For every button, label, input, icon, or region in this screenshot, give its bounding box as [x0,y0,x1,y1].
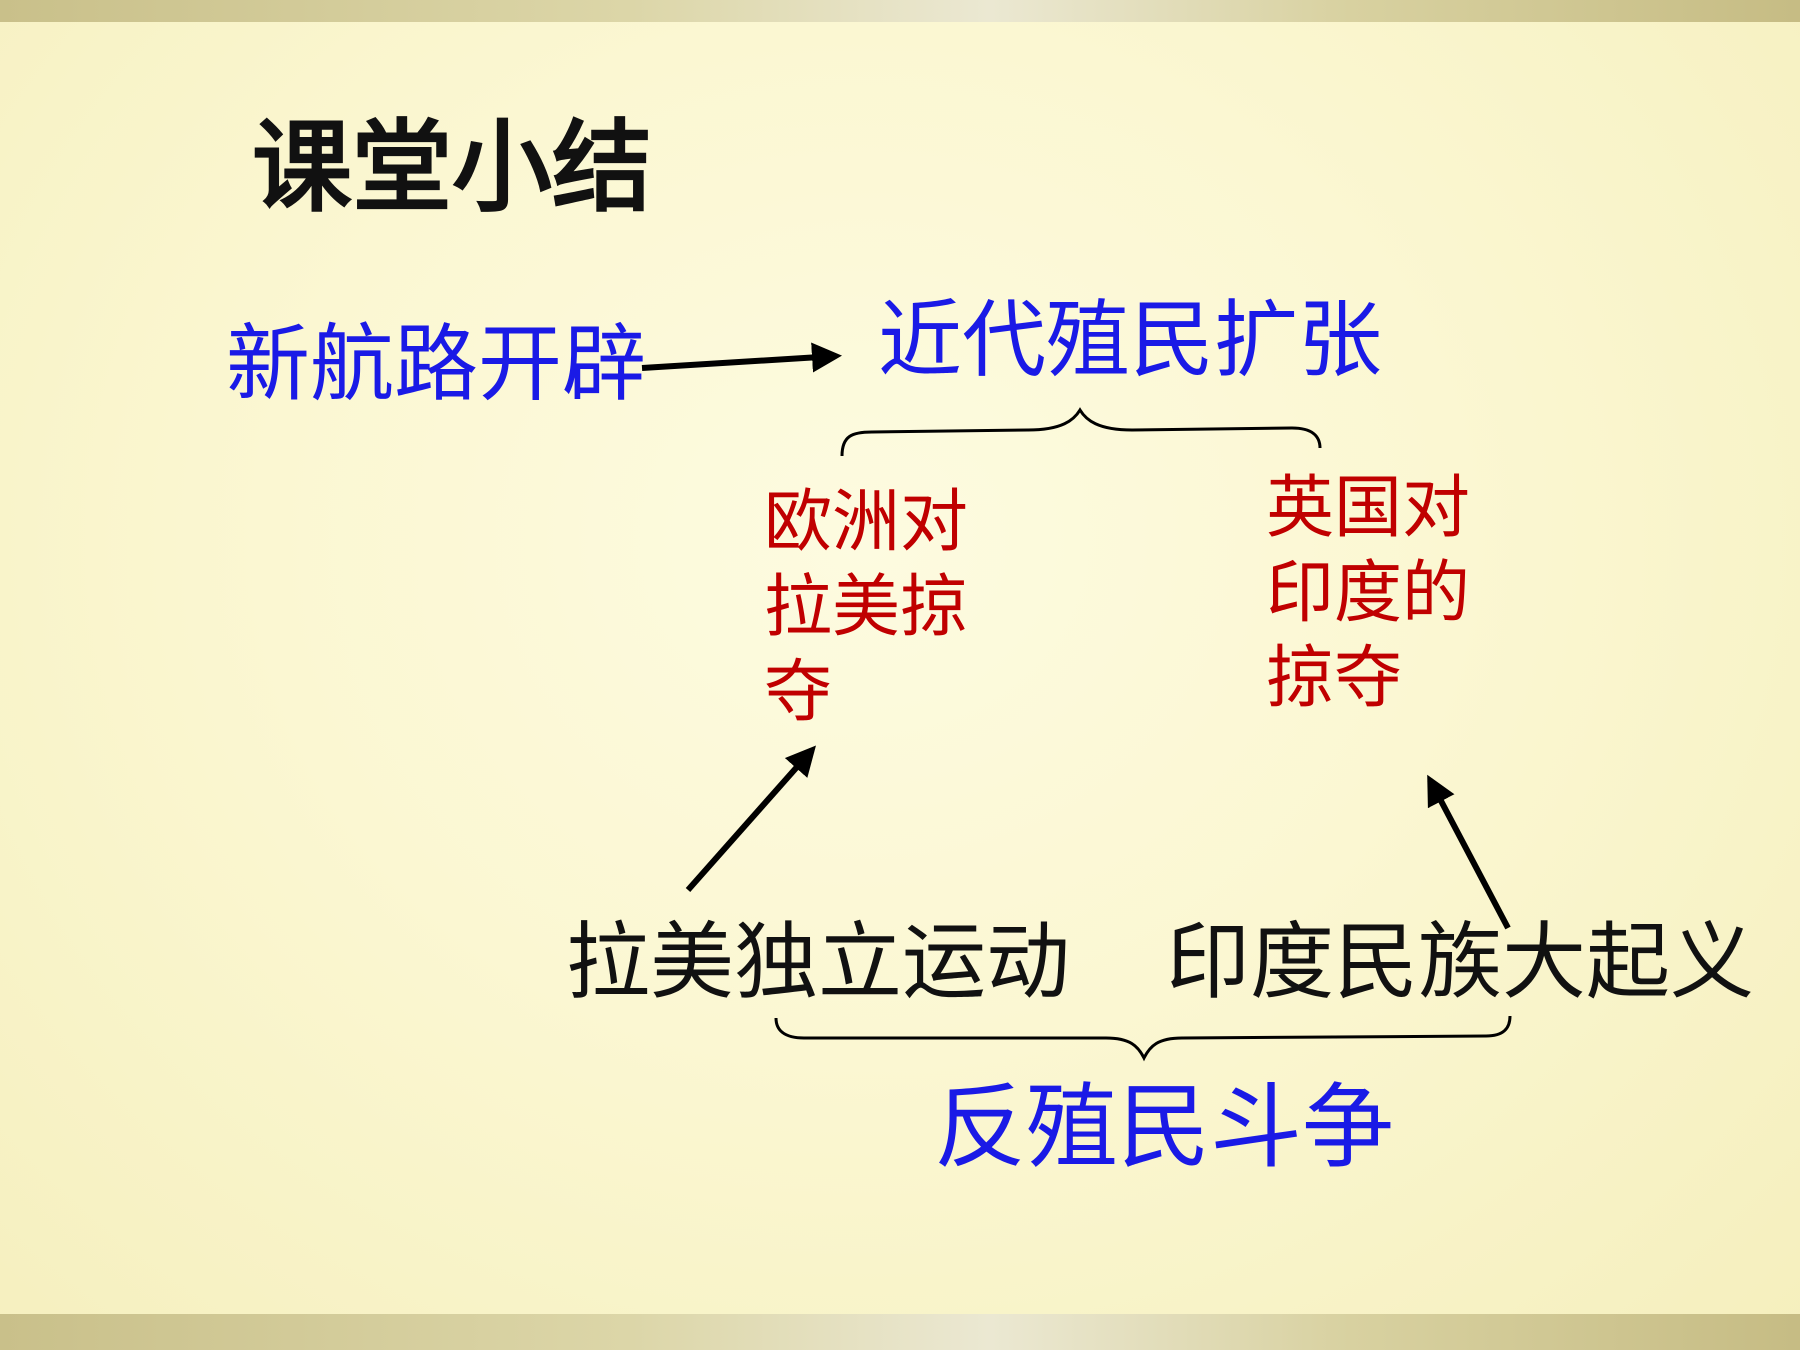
right-branch-britain-india: 英国对 印度的 掠夺 [1266,466,1470,721]
arrow-latin-independence-to-europe-plunder [685,745,816,892]
arrow-indian-uprising-to-british-plunder [1427,774,1511,930]
bottom-curly-brace [774,1015,1512,1062]
source-label-new-sea-route: 新航路开辟 [226,315,647,413]
top-decorative-band [0,0,1800,22]
slide-title: 课堂小结 [252,109,652,226]
bottom-decorative-band [0,1314,1800,1350]
right-movement-indian-uprising: 印度民族大起义 [1166,913,1755,1011]
right-branch-line-1: 英国对 [1266,469,1471,548]
left-branch-line-1: 欧洲对 [764,483,969,562]
left-branch-line-3: 夺 [764,653,833,732]
center-label-colonial-expansion: 近代殖民扩张 [878,291,1383,389]
arrow-source-to-center [641,342,842,373]
right-branch-line-3: 掠夺 [1266,639,1403,718]
left-movement-latin-american-independence: 拉美独立运动 [566,913,1071,1011]
left-branch-line-2: 拉美掠 [764,568,969,647]
top-curly-brace [840,407,1322,457]
left-branch-europe-latin-america: 欧洲对 拉美掠 夺 [764,480,968,735]
right-branch-line-2: 印度的 [1266,554,1471,633]
bottom-label-anti-colonial-struggle: 反殖民斗争 [934,1074,1395,1181]
